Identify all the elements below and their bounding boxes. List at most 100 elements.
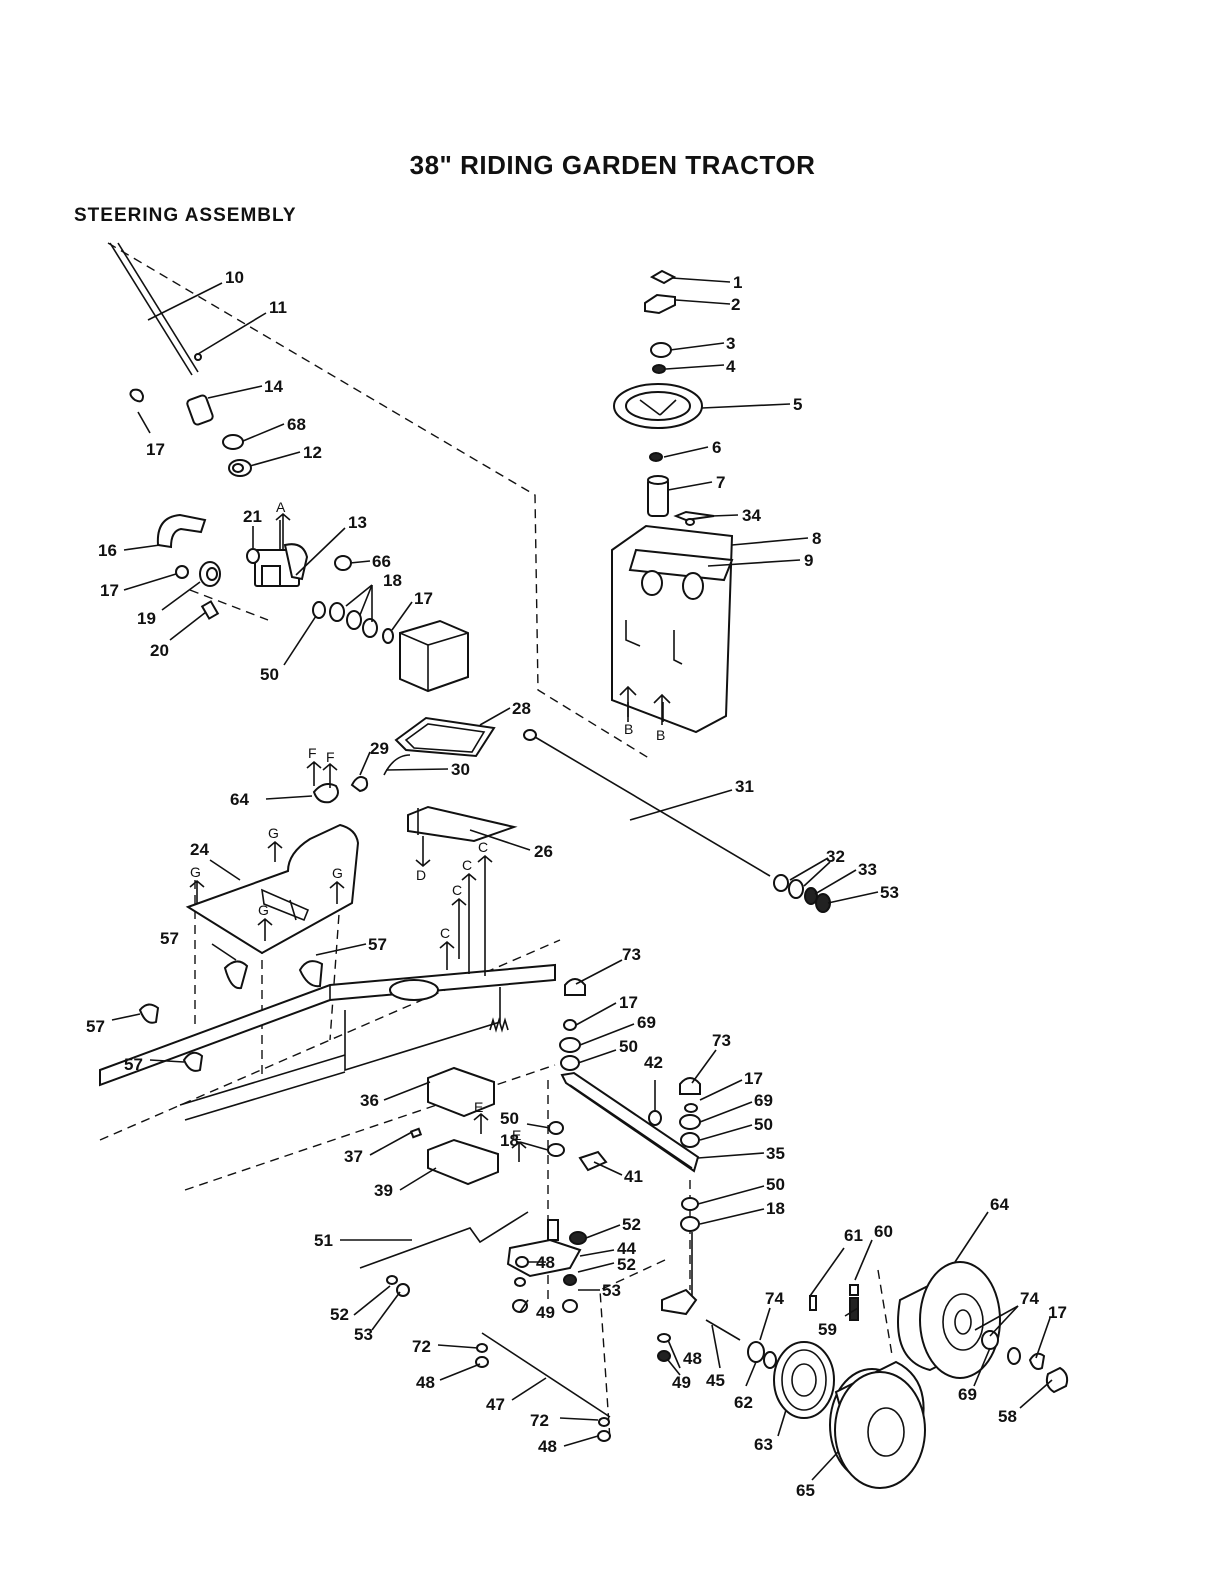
callout-53-b: 53	[602, 1281, 621, 1300]
callout-6: 6	[712, 438, 721, 457]
front-axle-group	[547, 978, 741, 1362]
section-title: STEERING ASSEMBLY	[74, 205, 297, 226]
ref-letter-e: E	[474, 1099, 483, 1115]
steering-shaft-group	[109, 242, 252, 477]
callout-49-b: 49	[672, 1373, 691, 1392]
ref-letter-g: G	[268, 825, 279, 841]
callout-5: 5	[793, 395, 802, 414]
callout-73-b: 73	[712, 1031, 731, 1050]
callout-17-c: 17	[414, 589, 433, 608]
callout-35: 35	[766, 1144, 785, 1163]
steering-gear-group	[156, 513, 469, 693]
callout-73: 73	[622, 945, 641, 964]
ref-letter-g-4: G	[258, 902, 269, 918]
page-title: 38" RIDING GARDEN TRACTOR	[409, 150, 816, 180]
callout-50-e: 50	[766, 1175, 785, 1194]
callout-28: 28	[512, 699, 531, 718]
callout-32: 32	[826, 847, 845, 866]
callout-3: 3	[726, 334, 735, 353]
ref-letter-b: B	[624, 721, 633, 737]
callout-64: 64	[230, 790, 249, 809]
callout-10: 10	[225, 268, 244, 287]
callout-57-c: 57	[86, 1017, 105, 1036]
ref-letter-c-2: C	[462, 857, 472, 873]
steering-wheel-group	[611, 269, 734, 734]
callout-17-e: 17	[744, 1069, 763, 1088]
ref-letter-c-3: C	[452, 882, 462, 898]
callout-74: 74	[765, 1289, 784, 1308]
callout-7: 7	[716, 473, 725, 492]
callout-52-c: 52	[330, 1305, 349, 1324]
ref-letter-b-2: B	[656, 727, 665, 743]
plate-group	[312, 716, 496, 804]
ref-letter-g-3: G	[332, 865, 343, 881]
ref-letter-a: A	[276, 499, 286, 515]
dashed-reference-lines	[99, 242, 893, 1441]
callout-17: 17	[146, 440, 165, 459]
callout-8: 8	[812, 529, 821, 548]
callout-52: 52	[622, 1215, 641, 1234]
callout-45: 45	[706, 1371, 725, 1390]
callout-9: 9	[804, 551, 813, 570]
callout-62: 62	[734, 1393, 753, 1412]
callout-50-b: 50	[619, 1037, 638, 1056]
callout-65: 65	[796, 1481, 815, 1500]
callout-50: 50	[260, 665, 279, 684]
callout-13: 13	[348, 513, 367, 532]
callout-68: 68	[287, 415, 306, 434]
callout-29: 29	[370, 739, 389, 758]
callout-72-b: 72	[530, 1411, 549, 1430]
callout-63: 63	[754, 1435, 773, 1454]
drag-link-group	[523, 729, 831, 913]
ref-letter-d: D	[416, 867, 426, 883]
steering-arm-group	[359, 1211, 587, 1313]
callout-41: 41	[624, 1167, 643, 1186]
callout-12: 12	[303, 443, 322, 462]
callout-24: 24	[190, 840, 209, 859]
ref-letter-e-2: E	[512, 1127, 521, 1143]
ref-letter-c: C	[478, 839, 488, 855]
callout-16: 16	[98, 541, 117, 560]
reference-letter-labels: A B B F F G G G G D C C C C E E	[190, 499, 665, 1143]
callout-19: 19	[137, 609, 156, 628]
callout-69-b: 69	[754, 1091, 773, 1110]
callout-26: 26	[534, 842, 553, 861]
callout-11: 11	[269, 298, 287, 317]
callout-18-b: 18	[500, 1131, 519, 1150]
dash-panel-group	[185, 805, 518, 955]
callout-50-d: 50	[754, 1115, 773, 1134]
callout-48: 48	[536, 1253, 555, 1272]
ref-letter-f-2: F	[326, 749, 335, 765]
callout-49: 49	[536, 1303, 555, 1322]
axle-bracket-group	[409, 1066, 499, 1186]
callout-17-b: 17	[100, 581, 119, 600]
callout-48-b: 48	[416, 1373, 435, 1392]
callout-72: 72	[412, 1337, 431, 1356]
callout-69-c: 69	[958, 1385, 977, 1404]
leader-lines	[111, 277, 1053, 1481]
callout-34: 34	[742, 506, 761, 525]
callout-59: 59	[818, 1320, 837, 1339]
callout-4: 4	[726, 357, 736, 376]
callout-53: 53	[880, 883, 899, 902]
reference-arrows	[189, 512, 671, 1162]
callout-37: 37	[344, 1147, 363, 1166]
callout-labels: 1 2 3 4 5 6 7 34 8 9 10 11 14 17 68 12 1…	[86, 268, 1067, 1500]
callout-2: 2	[731, 295, 740, 314]
ref-letter-c-4: C	[440, 925, 450, 941]
callout-58: 58	[998, 1407, 1017, 1426]
callout-17-f: 17	[1048, 1303, 1067, 1322]
callout-21: 21	[243, 507, 262, 526]
callout-50-c: 50	[500, 1109, 519, 1128]
callout-60: 60	[874, 1222, 893, 1241]
callout-53-c: 53	[354, 1325, 373, 1344]
ref-letter-g-2: G	[190, 864, 201, 880]
callout-42: 42	[644, 1053, 663, 1072]
callout-48-d: 48	[538, 1437, 557, 1456]
callout-69: 69	[637, 1013, 656, 1032]
callout-57-d: 57	[124, 1055, 143, 1074]
callout-74-b: 74	[1020, 1289, 1039, 1308]
callout-39: 39	[374, 1181, 393, 1200]
callout-57: 57	[160, 929, 179, 948]
